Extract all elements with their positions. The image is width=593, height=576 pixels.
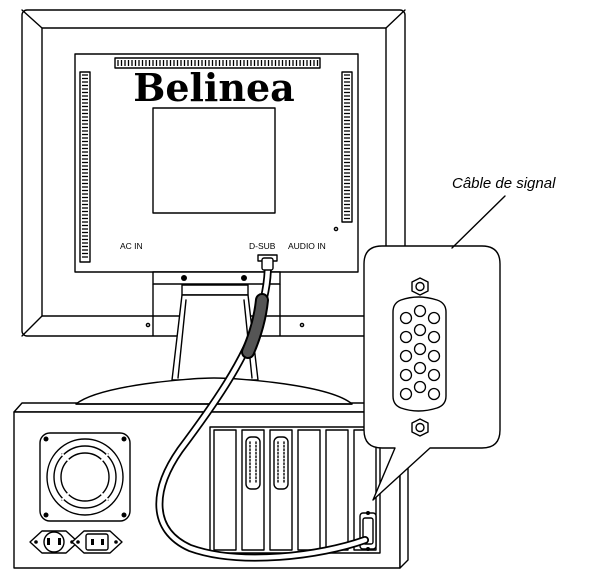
monitor-back bbox=[21, 9, 406, 337]
signal-cable bbox=[155, 257, 369, 562]
vga-pin bbox=[399, 311, 413, 325]
vga-pin bbox=[399, 368, 413, 382]
expansion-slots bbox=[209, 426, 381, 554]
vga-pin bbox=[399, 330, 413, 344]
vga-pin bbox=[413, 304, 427, 318]
port-label-d-sub: D-SUB bbox=[249, 241, 276, 251]
left-vent-slats bbox=[82, 74, 88, 258]
right-vent-slats bbox=[344, 74, 350, 220]
vga-pin bbox=[427, 368, 441, 382]
vga-pin bbox=[427, 387, 441, 401]
fan-grille bbox=[39, 432, 131, 522]
vga-pin bbox=[413, 380, 427, 394]
port-label-audio-in: AUDIO IN bbox=[288, 241, 326, 251]
vga-pin bbox=[413, 342, 427, 356]
vga-pin bbox=[413, 361, 427, 375]
power-socket-right bbox=[71, 530, 123, 554]
vga-pin bbox=[399, 387, 413, 401]
vga-pin bbox=[427, 349, 441, 363]
vga-pin bbox=[413, 323, 427, 337]
vga-pin bbox=[427, 311, 441, 325]
vga-pin-array bbox=[399, 304, 441, 401]
callout-label: Câble de signal bbox=[452, 175, 556, 192]
vga-pin bbox=[427, 330, 441, 344]
vga-pin bbox=[399, 349, 413, 363]
top-vent-slats bbox=[117, 60, 319, 66]
port-label-ac-in: AC IN bbox=[120, 241, 143, 251]
callout-leader-line bbox=[451, 195, 506, 249]
brand-logo: Belinea bbox=[133, 65, 295, 110]
